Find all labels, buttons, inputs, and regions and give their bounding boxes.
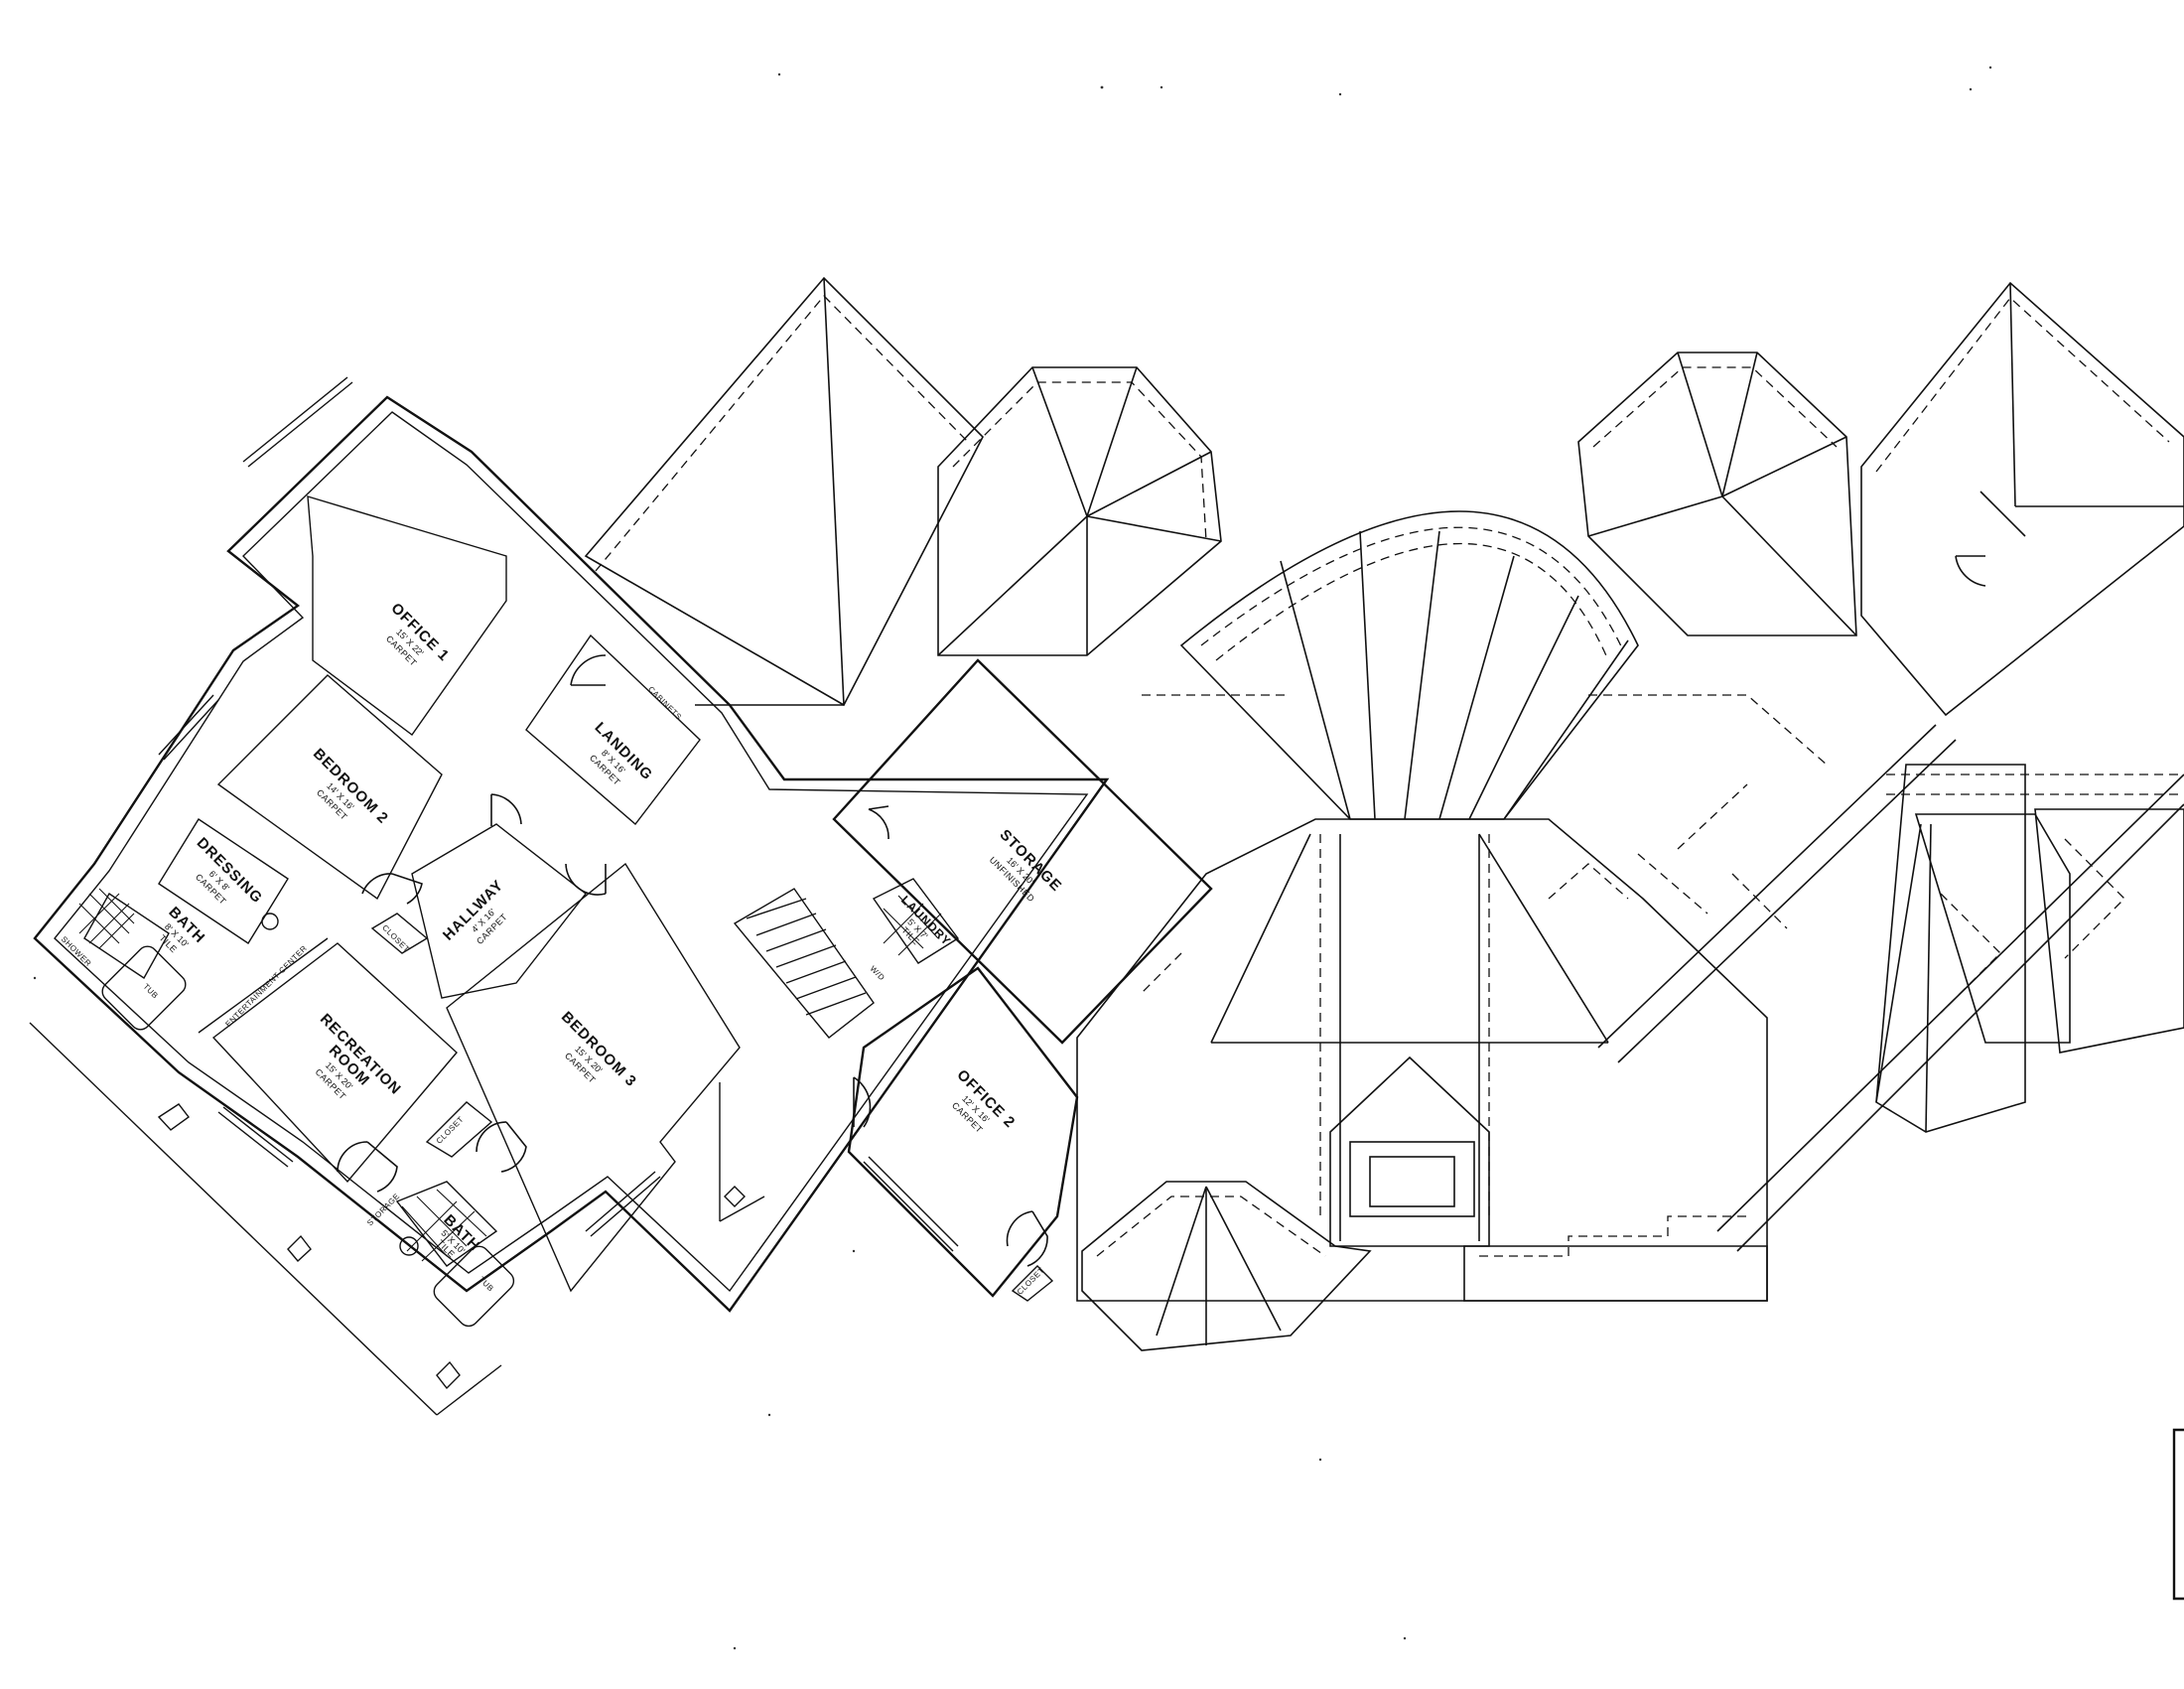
roof-door-arc [1955, 555, 1986, 587]
roof-right-block [1463, 1245, 1768, 1302]
hallway-label: HALLWAY 4' X 16' CARPET [440, 877, 509, 946]
office-1-door [570, 654, 607, 686]
recreation-room-label: RECREATION ROOM 15' X 20' CARPET [314, 1011, 405, 1102]
cabinets-text: CABINETS [646, 684, 683, 721]
bath-1-tub [101, 945, 187, 1031]
bedroom-2-door [361, 873, 423, 905]
closet-2-outline [425, 1101, 493, 1158]
wing-outer-wall [33, 395, 1110, 1313]
dressing-label: DRESSING 6' X 8' CARPET [194, 834, 266, 907]
office-1-outline [307, 495, 507, 736]
storage-small-label: STORAGE [365, 1192, 401, 1227]
turret-left [937, 366, 1222, 656]
dressing-name: DRESSING [194, 834, 266, 907]
roof-hip-1 [584, 276, 984, 707]
bedroom-3-outline [446, 862, 741, 1293]
bedroom-3-name: BEDROOM 3 [558, 1009, 640, 1091]
bedroom-3-door [476, 1121, 527, 1173]
recreation-room-door [337, 1141, 398, 1193]
bath-2-outline [395, 1181, 498, 1267]
bedroom-2-label: BEDROOM 2 14' X 16' CARPET [310, 746, 392, 828]
office-2-entry-door [853, 1076, 872, 1128]
bath-2-tile-hatch [401, 1189, 487, 1262]
turret-right [1577, 352, 1857, 636]
roof-flat-rect [1349, 1141, 1475, 1217]
stair [733, 888, 875, 1039]
office-2-door [1006, 1210, 1048, 1267]
dressing-outline [158, 818, 289, 944]
storage-outline [832, 658, 1213, 1045]
office-2-label: OFFICE 2 12' X 16' CARPET [950, 1066, 1019, 1135]
hallway-outline [411, 823, 587, 999]
laundry-label: LAUNDRY 5' X 7' TILE [898, 893, 954, 948]
roof-main-center [1076, 818, 1768, 1302]
bath-2-tub [433, 1245, 515, 1328]
pier-2 [287, 1234, 312, 1263]
entertainment-center-line [198, 937, 329, 1034]
laundry-tile-hatch [883, 895, 942, 956]
bath-1-tile-hatch [78, 888, 135, 949]
closet-3-label: CLOSET [1016, 1266, 1046, 1297]
storage-small-text: STORAGE [365, 1192, 401, 1227]
entertainment-center-text: ENTERTAINMENT CENTER [223, 943, 309, 1029]
tub-2-label: TUB [477, 1275, 495, 1294]
dressing-sink [261, 913, 279, 930]
bath-1-outline [83, 892, 170, 980]
pier-1 [157, 1103, 190, 1131]
pier-4 [724, 1186, 746, 1207]
closet-3-text: CLOSET [1016, 1266, 1046, 1297]
wing-inner-wall [54, 411, 1089, 1293]
cabinets-label: CABINETS [646, 684, 683, 721]
roof-gable-small [1329, 1056, 1490, 1247]
closet-3-outline [1011, 1265, 1054, 1302]
pier-3 [436, 1360, 461, 1390]
scan-specks [33, 66, 1992, 1650]
edge-bracket [2172, 1428, 2184, 1601]
roof-fan [1179, 510, 1639, 820]
roof-connectors [1141, 491, 2184, 1252]
site-lines [29, 1022, 765, 1416]
landing-label: LANDING 8' X 16' CARPET [588, 719, 656, 787]
windows [158, 376, 959, 1252]
bedroom-2-outline [216, 674, 443, 901]
roof-hip-2 [1860, 281, 2184, 717]
tub-1-text: TUB [141, 982, 160, 1001]
office-2-outline [847, 966, 1079, 1298]
landing-name: LANDING [592, 719, 656, 783]
bath-2-sink [399, 1236, 419, 1256]
hallway-door-2 [565, 863, 607, 896]
turret-bottom [1081, 1181, 1372, 1351]
washer-dryer-text: W/D [869, 964, 887, 982]
tub-2-text: TUB [477, 1275, 495, 1294]
house-wing: OFFICE 1 15' X 22' CARPET LANDING 8' X 1… [33, 376, 1213, 1328]
hallway-name: HALLWAY [440, 877, 507, 944]
roof-plan [584, 276, 2184, 1601]
hallway-door-1 [490, 793, 522, 826]
bedroom-2-name: BEDROOM 2 [310, 746, 392, 828]
shower-label: SHOWER [60, 934, 93, 968]
office-1-label: OFFICE 1 15' X 22' CARPET [384, 600, 453, 668]
landing-outline [525, 633, 701, 826]
storage-door [868, 805, 889, 840]
recreation-room-outline [211, 942, 458, 1184]
bedroom-3-label: BEDROOM 3 15' X 20' CARPET [558, 1009, 640, 1091]
shower-text: SHOWER [60, 934, 93, 968]
tub-1-label: TUB [141, 982, 160, 1001]
entertainment-center-label: ENTERTAINMENT CENTER [223, 943, 309, 1029]
washer-dryer-label: W/D [869, 964, 887, 982]
laundry-outline [872, 878, 960, 964]
